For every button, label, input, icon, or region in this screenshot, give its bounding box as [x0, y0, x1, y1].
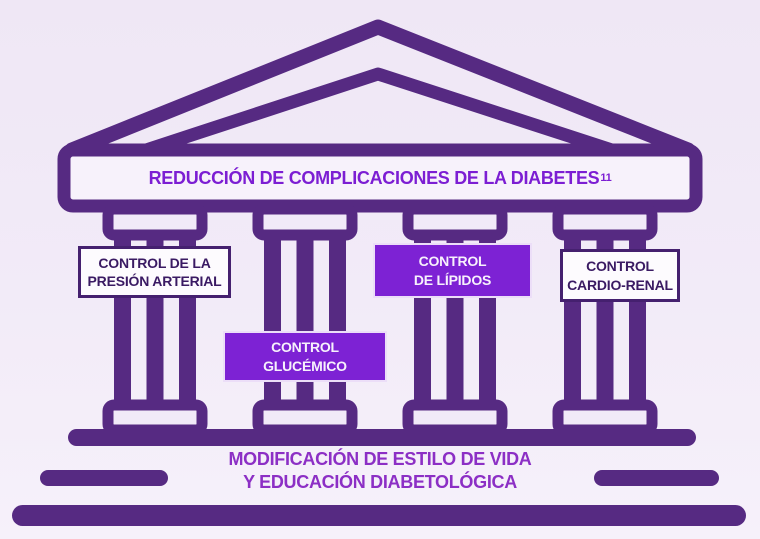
pillar-label-lipids: CONTROL DE LÍPIDOS — [373, 243, 532, 298]
column-1-shaft-middle — [146, 214, 164, 420]
column-4-shaft-left — [564, 214, 581, 420]
pediment-inner-triangle — [139, 67, 619, 157]
pillar-label-cardio-renal: CONTROL CARDIO-RENAL — [560, 249, 680, 302]
column-2 — [252, 203, 358, 436]
foundation-caption: MODIFICACIÓN DE ESTILO DE VIDA Y EDUCACI… — [0, 448, 760, 494]
pillar-label-line: CONTROL — [271, 339, 339, 356]
foundation-caption-line2: Y EDUCACIÓN DIABETOLÓGICA — [243, 472, 517, 492]
ground-baseline — [12, 505, 746, 526]
column-3-capital — [402, 203, 508, 241]
pillar-label-glycemic: CONTROL GLUCÉMICO — [223, 331, 387, 382]
column-2-shaft-middle — [296, 214, 314, 420]
pediment-outer-triangle — [64, 19, 696, 158]
column-1-capital — [102, 203, 208, 241]
entablature-title-text: REDUCCIÓN DE COMPLICACIONES DE LA DIABET… — [148, 167, 600, 188]
pillar-label-line: DE LÍPIDOS — [413, 271, 492, 288]
pillar-label-line: CONTROL — [418, 253, 487, 270]
pillar-label-line: GLUCÉMICO — [263, 357, 347, 374]
column-1-shaft-left — [114, 214, 131, 420]
column-4 — [552, 203, 658, 436]
column-1 — [102, 203, 208, 436]
column-1-shaft-right — [179, 214, 196, 420]
column-2-capital — [252, 203, 358, 241]
pillar-label-blood-pressure: CONTROL DE LA PRESIÓN ARTERIAL — [78, 246, 231, 298]
entablature-title: REDUCCIÓN DE COMPLICACIONES DE LA DIABET… — [148, 167, 612, 188]
column-1-base — [102, 399, 208, 436]
column-2-base — [252, 399, 358, 436]
ground-dash-right — [594, 470, 719, 486]
pillar-label-line: CARDIO-RENAL — [567, 276, 673, 293]
pillar-label-line: CONTROL — [586, 258, 654, 275]
foundation-caption-line1: MODIFICACIÓN DE ESTILO DE VIDA — [228, 449, 532, 469]
pillar-label-line: CONTROL DE LA — [98, 254, 211, 271]
pillar-label-line: PRESIÓN ARTERIAL — [87, 273, 222, 289]
ground-dash-left — [40, 470, 168, 486]
column-4-shaft-middle — [596, 214, 614, 420]
column-2-shaft-right — [329, 214, 346, 420]
stylobate-floor-line — [68, 429, 696, 446]
column-2-shaft-left — [264, 214, 281, 420]
column-4-base — [552, 399, 658, 436]
column-3-base — [402, 399, 508, 436]
column-4-capital — [552, 203, 658, 241]
column-4-shaft-right — [629, 214, 646, 420]
entablature-band — [57, 143, 703, 213]
